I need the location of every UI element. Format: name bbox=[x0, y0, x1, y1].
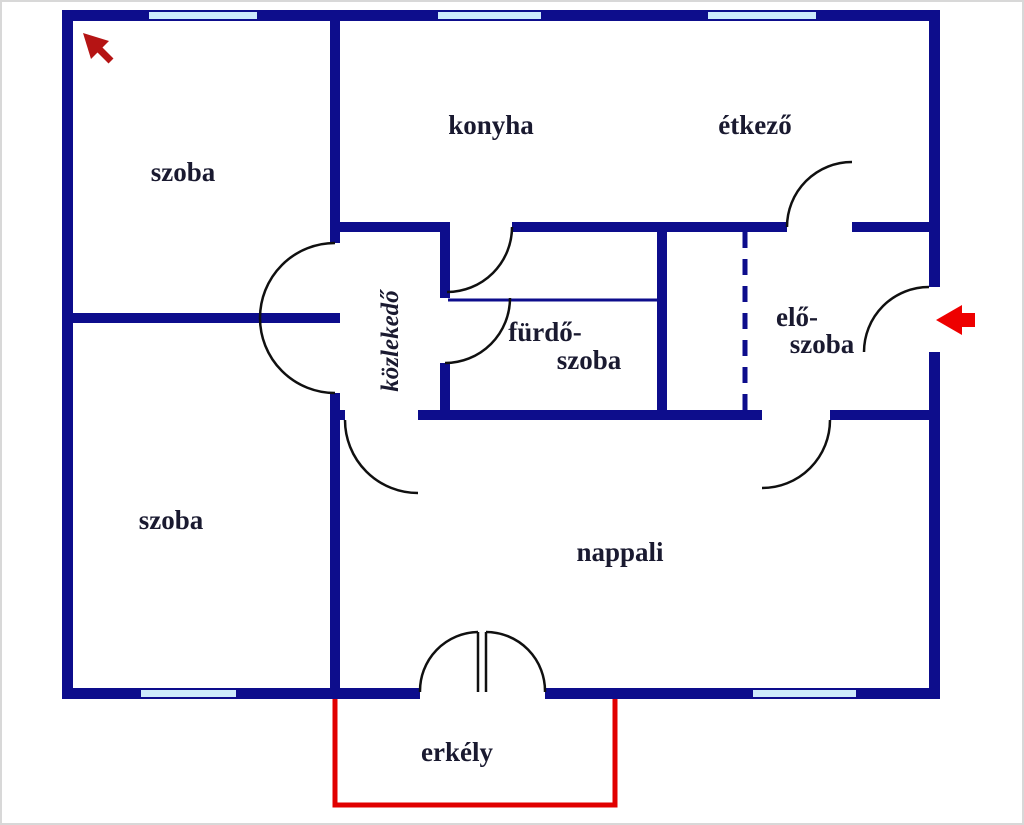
room-label-nappali: nappali bbox=[576, 537, 664, 567]
window-bottom-right bbox=[751, 688, 858, 699]
door-arc-bathroom bbox=[444, 297, 512, 365]
window-bottom-left bbox=[139, 688, 238, 699]
wall-outer-bottom-left bbox=[62, 688, 420, 699]
wall-hallway-bathroom-lower bbox=[440, 363, 450, 420]
room-label-eloszoba-line2: szoba bbox=[790, 329, 855, 359]
entrance-arrow-shape bbox=[936, 305, 975, 335]
room-label-eloszoba-line1: elő- bbox=[776, 302, 818, 332]
corner-arrow-icon bbox=[83, 33, 114, 64]
room-label-erkely: erkély bbox=[421, 737, 493, 767]
room-label-etkezo: étkező bbox=[718, 110, 791, 140]
windows bbox=[139, 10, 858, 699]
balcony-outline bbox=[332, 699, 618, 808]
corner-arrow-head bbox=[83, 33, 109, 59]
wall-vertical-main-lower bbox=[330, 393, 340, 699]
wall-h1-right bbox=[852, 222, 940, 232]
window-top-middle bbox=[436, 10, 543, 21]
room-label-szoba-top: szoba bbox=[151, 157, 216, 187]
door-arc-szoba-top bbox=[258, 241, 336, 319]
door-arc-entryhall-living bbox=[761, 419, 832, 490]
room-label-furdoszoba-line2: szoba bbox=[557, 345, 622, 375]
doors bbox=[258, 160, 930, 693]
room-label-kozlekedo: közlekedő bbox=[377, 289, 404, 392]
wall-h2-right bbox=[830, 410, 940, 420]
door-arc-kitchen-hallway bbox=[446, 226, 514, 294]
wall-outer-bottom-right bbox=[545, 688, 940, 699]
door-arc-entrance bbox=[862, 285, 930, 353]
wall-outer-right-lower bbox=[929, 352, 940, 699]
wall-left-rooms-divider bbox=[62, 313, 340, 323]
room-label-szoba-bottom: szoba bbox=[139, 505, 204, 535]
entrance-arrow-icon bbox=[936, 305, 975, 335]
room-label-konyha: konyha bbox=[448, 110, 534, 140]
wall-h1-left bbox=[330, 222, 447, 232]
room-label-furdoszoba-line1: fürdő- bbox=[508, 317, 582, 347]
wall-vertical-main-upper bbox=[330, 10, 340, 243]
interior-walls bbox=[62, 10, 940, 699]
window-top-right bbox=[706, 10, 818, 21]
door-arc-dining-entryhall bbox=[785, 160, 853, 228]
door-arc-hallway-living bbox=[343, 419, 419, 495]
door-arc-szoba-bottom bbox=[258, 317, 336, 395]
door-arc-balcony-right bbox=[485, 630, 547, 693]
door-arc-balcony-left bbox=[418, 630, 479, 693]
wall-bathroom-entryhall bbox=[657, 222, 667, 420]
wall-h1-middle bbox=[512, 222, 787, 232]
room-labels: szoba konyha étkező közlekedő fürdő- szo… bbox=[139, 110, 855, 767]
corner-arrow-tail bbox=[95, 45, 114, 64]
wall-hallway-bathroom-upper bbox=[440, 222, 450, 298]
wall-h2-middle bbox=[418, 410, 762, 420]
wall-h2-left bbox=[330, 410, 345, 420]
wall-outer-left bbox=[62, 10, 73, 699]
wall-outer-right-upper bbox=[929, 10, 940, 287]
window-top-left bbox=[147, 10, 259, 21]
